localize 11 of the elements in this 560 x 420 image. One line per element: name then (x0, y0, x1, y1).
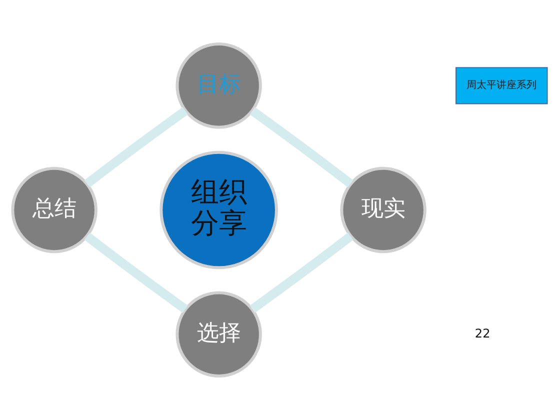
node-circle: 现实 (340, 166, 426, 254)
node-circle: 总结 (11, 166, 98, 254)
node-circle: 组织分享 (160, 150, 278, 270)
node-box: 周太平讲座系列 (456, 67, 548, 104)
connector (84, 107, 188, 188)
node-circle: 目标 (176, 42, 262, 129)
connector (84, 232, 188, 313)
connector (250, 107, 354, 188)
node-circle: 选择 (176, 291, 262, 378)
label: 22 (474, 326, 490, 340)
connector (250, 232, 354, 313)
